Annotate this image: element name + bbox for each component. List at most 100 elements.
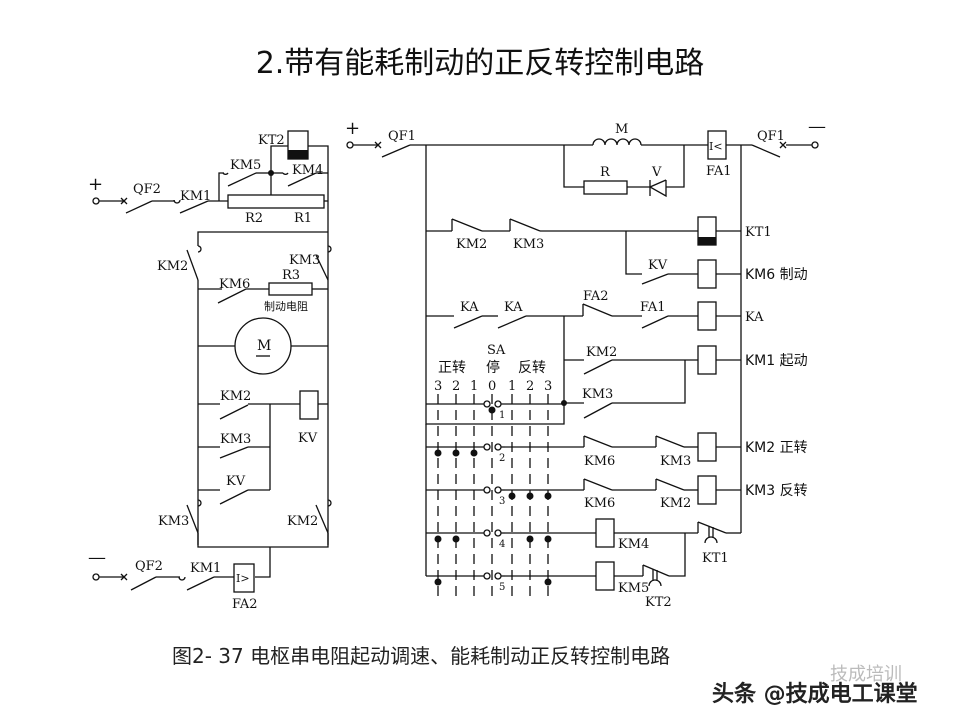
fa1-glyph: I<	[709, 140, 723, 153]
sa-contact-number: 5	[499, 582, 505, 593]
qf2-breaker-mark-icon	[120, 197, 128, 205]
qf1-right-label: QF1	[757, 129, 785, 144]
km4-coil-label: KM4	[618, 537, 649, 552]
ka-row-ka2-label: KA	[504, 300, 523, 315]
fa1-label: FA1	[706, 164, 732, 179]
sa-contact-terminal	[494, 443, 502, 451]
km3-bottom-contact	[186, 504, 199, 534]
sa-position-4: 1	[508, 379, 516, 394]
km6-coil-label: KM6 制动	[745, 267, 808, 283]
kt2-delay-label: KT2	[645, 595, 672, 610]
sa-contact-number: 1	[499, 410, 505, 421]
ka-coil	[697, 301, 717, 331]
sa-contact-terminal	[483, 486, 491, 494]
sa-reverse-label: 反转	[518, 360, 546, 376]
field-winding	[592, 138, 642, 146]
r1-label: R1	[294, 211, 312, 226]
km3-coil-label: KM3 反转	[745, 483, 808, 499]
ctrl-plus-terminal	[346, 141, 354, 149]
km4-coil	[595, 518, 615, 548]
sa-contact-number: 2	[499, 453, 505, 464]
kt2-delay-icon	[648, 569, 662, 587]
km6-brake-contact	[217, 288, 247, 304]
km3-main-label: KM3	[289, 253, 320, 268]
field-r-label: R	[600, 165, 611, 180]
km3-bottom-label: KM3	[158, 514, 189, 529]
kt2-delay-contact	[642, 564, 670, 577]
km5-coil	[595, 561, 615, 591]
ka-row-ka1-label: KA	[460, 300, 479, 315]
km1-coil	[697, 345, 717, 375]
ctrl-plus-label: +	[345, 118, 360, 139]
r3-label: R3	[282, 268, 300, 283]
km6-coil	[697, 259, 717, 289]
sa-closed-dot	[452, 535, 460, 543]
sa-contact-terminal	[483, 529, 491, 537]
sa-contact-terminal	[494, 486, 502, 494]
km2-coil-label: KM2 正转	[745, 440, 808, 456]
ka-row-fa2-contact	[582, 303, 613, 317]
sa-switch-grid: 1 2 3 4 5	[425, 394, 565, 600]
km2-coil	[697, 432, 717, 462]
kt1-row-km3-label: KM3	[513, 237, 544, 252]
kv-coil	[299, 390, 319, 420]
main-circuit: + QF2 KM1 R2 R1 KM5 KM4 KT2	[88, 130, 332, 612]
brake-resistor-r3	[268, 282, 313, 296]
qf2-label: QF2	[133, 182, 161, 197]
kt1-delay-icon	[704, 526, 718, 544]
sa-closed-dot	[434, 535, 442, 543]
km3-coil	[697, 475, 717, 505]
km3-row-km6-contact	[583, 478, 613, 491]
fa2-glyph: I>	[236, 572, 250, 585]
plus-terminal	[92, 197, 100, 205]
km6-row-kv-label: KV	[648, 258, 668, 273]
sa-position-6: 3	[544, 379, 552, 394]
ka-row-fa2-label: FA2	[583, 289, 609, 304]
sa-contact-terminal	[494, 572, 502, 580]
sa-closed-dot	[434, 449, 442, 457]
ka-row-ka2-contact	[497, 315, 527, 329]
km2-main-contact	[186, 249, 199, 281]
kt1-row-km3-contact	[509, 218, 541, 232]
sa-position-0: 3	[434, 379, 442, 394]
sa-position-3: 0	[488, 379, 496, 394]
km3-row-km6-label: KM6	[584, 496, 615, 511]
sa-contact-number: 4	[499, 539, 505, 550]
sa-position-2: 1	[470, 379, 478, 394]
sa-closed-dot	[544, 535, 552, 543]
sa-label: SA	[487, 343, 506, 358]
km4-label: KM4	[292, 163, 323, 178]
page-title: 2.带有能耗制动的正反转控制电路	[255, 46, 705, 81]
figure-caption: 图2- 37 电枢串电阻起动调速、能耗制动正反转控制电路	[172, 644, 671, 668]
watermark: 头条 @技成电工课堂	[712, 682, 918, 707]
kt1-delay-label: KT1	[702, 551, 729, 566]
sa-contact-number: 3	[499, 496, 505, 507]
sa-closed-dot	[544, 492, 552, 500]
field-m-label: M	[615, 122, 628, 137]
km1-row-km3-label: KM3	[582, 387, 613, 402]
sa-closed-dot	[508, 492, 516, 500]
km1-bottom-contact	[186, 576, 215, 591]
qf1-left-label: QF1	[388, 129, 416, 144]
kt1-delay-contact	[697, 521, 727, 534]
km1-row-km3-contact	[583, 402, 613, 419]
sa-contact-terminal	[483, 572, 491, 580]
km3-main-contact	[315, 254, 329, 281]
motor-label: M	[257, 338, 271, 354]
fa2-overcurrent-relay	[233, 563, 255, 593]
sa-closed-dot	[526, 535, 534, 543]
km3-row-km2-contact	[655, 478, 685, 491]
ka-row-fa1-label: FA1	[640, 300, 666, 315]
km2-main-label: KM2	[157, 259, 188, 274]
sa-closed-dot	[452, 449, 460, 457]
r2-label: R2	[245, 211, 263, 226]
resistor-r2-r1	[227, 194, 325, 209]
km1-coil-label: KM1 起动	[745, 353, 808, 369]
qf1-left-contact	[381, 144, 411, 158]
ctrl-minus-terminal	[811, 141, 819, 149]
km1-row-km2-label: KM2	[586, 345, 617, 360]
km1-label: KM1	[180, 189, 211, 204]
r3-note: 制动电阻	[264, 300, 308, 313]
